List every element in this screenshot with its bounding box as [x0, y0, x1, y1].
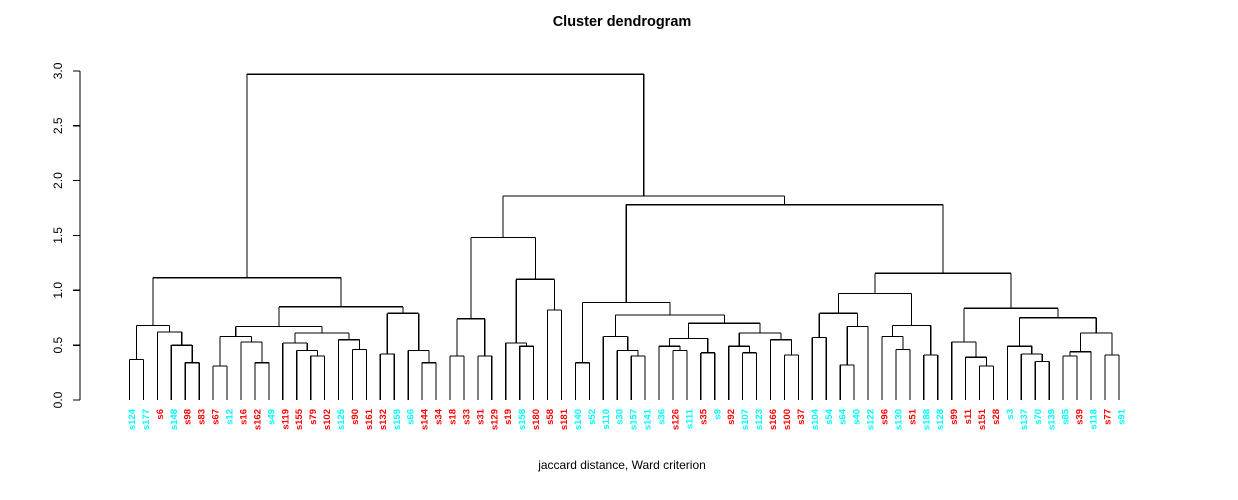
leaf-label: s28	[991, 409, 1002, 425]
leaf-label: s11	[963, 408, 974, 424]
y-tick-label: 2.5	[51, 117, 65, 134]
leaf-label: s30	[615, 409, 626, 425]
leaf-label: s51	[907, 408, 918, 425]
leaf-label: s64	[838, 408, 849, 425]
leaf-label: s126	[670, 409, 681, 430]
leaf-label: s124	[127, 408, 138, 430]
leaf-label: s119	[280, 409, 291, 430]
leaf-label: s155	[294, 408, 305, 430]
leaf-label: s12	[225, 409, 236, 425]
leaf-label: s141	[643, 408, 654, 430]
leaf-label: s36	[657, 409, 668, 425]
leaf-label: s66	[406, 409, 417, 425]
leaf-label: s157	[629, 409, 640, 430]
leaf-label: s99	[949, 409, 960, 425]
leaf-label: s33	[461, 409, 472, 425]
leaf-label: s85	[1061, 408, 1072, 425]
leaf-label: s151	[977, 408, 988, 430]
leaf-label: s177	[141, 409, 152, 430]
leaf-label: s159	[392, 409, 403, 430]
leaf-label: s180	[531, 409, 542, 430]
leaf-label: s161	[364, 408, 375, 430]
leaf-label: s18	[448, 409, 459, 425]
leaf-label: s188	[921, 409, 932, 430]
leaf-label: s58	[545, 409, 556, 425]
leaf-label: s37	[796, 409, 807, 425]
leaf-label: s98	[183, 409, 194, 425]
leaf-label: s35	[698, 408, 709, 425]
leaf-label: s91	[1116, 408, 1127, 425]
leaf-label: s96	[879, 409, 890, 425]
leaf-label: s140	[573, 409, 584, 430]
leaf-label: s137	[1019, 409, 1030, 430]
leaf-label: s39	[1075, 409, 1086, 425]
leaf-label: s52	[587, 409, 598, 425]
x-axis-label: jaccard distance, Ward criterion	[538, 458, 706, 472]
leaf-label: s34	[434, 408, 445, 425]
leaf-label: s9	[712, 409, 723, 420]
leaf-label: s125	[336, 408, 347, 430]
y-tick-label: 0.0	[51, 391, 65, 408]
leaf-label: s77	[1102, 409, 1113, 425]
leaf-label: s54	[824, 408, 835, 425]
leaf-label: s132	[378, 409, 389, 430]
leaf-label: s144	[420, 408, 431, 430]
leaf-label: s104	[810, 408, 821, 430]
leaf-label: s107	[740, 409, 751, 430]
leaf-label: s19	[503, 409, 514, 425]
leaf-label: s100	[782, 409, 793, 430]
page-title: Cluster dendrogram	[552, 14, 692, 30]
y-tick-label: 2.0	[51, 172, 65, 189]
leaf-label: s3	[1005, 409, 1016, 420]
leaf-label: s128	[935, 409, 946, 430]
leaf-label: s40	[852, 409, 863, 425]
leaf-label: s102	[322, 409, 333, 430]
leaf-label: s79	[308, 409, 319, 425]
leaf-label: s123	[754, 409, 765, 430]
leaf-label: s129	[489, 409, 500, 430]
leaf-label: s162	[252, 409, 263, 430]
leaf-label: s118	[1089, 409, 1100, 430]
leaf-label: s70	[1033, 409, 1044, 425]
leaf-label: s130	[893, 409, 904, 430]
leaf-label: s139	[1047, 409, 1058, 430]
leaf-label: s83	[197, 409, 208, 425]
leaf-label: s16	[238, 409, 249, 425]
leaf-label: s158	[517, 409, 528, 430]
leaf-label: s110	[601, 409, 612, 430]
leaf-label: s90	[350, 409, 361, 425]
leaf-label: s49	[266, 409, 277, 425]
leaf-label: s67	[211, 409, 222, 425]
leaf-label: s92	[726, 409, 737, 425]
leaf-label: s122	[866, 409, 877, 430]
y-tick-label: 3.0	[51, 62, 65, 79]
y-tick-label: 1.5	[51, 227, 65, 244]
leaf-label: s181	[559, 408, 570, 430]
leaf-label: s166	[768, 409, 779, 430]
y-tick-label: 0.5	[51, 336, 65, 353]
y-tick-label: 1.0	[51, 282, 65, 299]
y-axis: 0.0 0.5 1.0 1.5 2.0 2.5 3.0	[51, 62, 81, 408]
leaf-label: s31	[475, 408, 486, 425]
dendrogram-tree	[128, 73, 1120, 400]
leaf-label: s148	[169, 409, 180, 430]
leaf-label: s6	[155, 409, 166, 420]
leaf-label: s111	[684, 408, 695, 429]
